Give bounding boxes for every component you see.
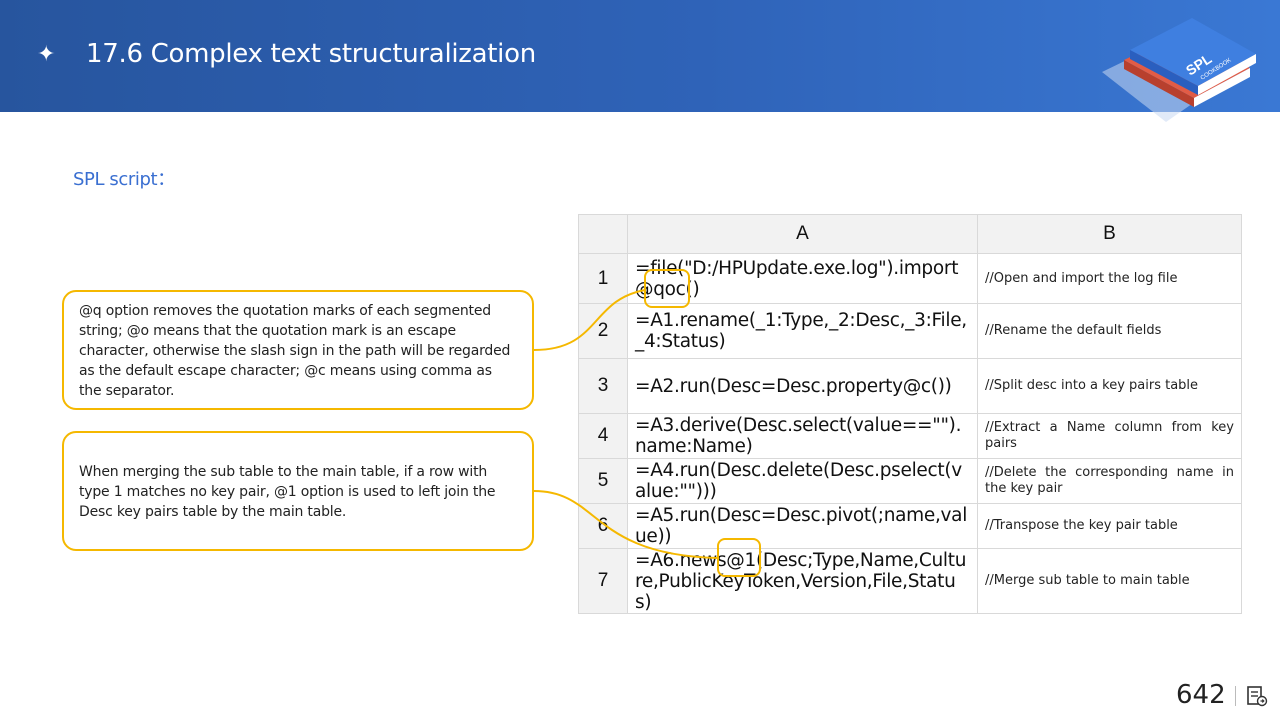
grid-row: 4 =A3.derive(Desc.select(value=="").name… (578, 413, 1242, 459)
slide-title: 17.6 Complex text structuralization (86, 39, 536, 69)
page-nav-icon[interactable] (1246, 685, 1268, 707)
grid-row: 3 =A2.run(Desc=Desc.property@c()) //Spli… (578, 358, 1242, 414)
cell-a2[interactable]: =A1.rename(_1:Type,_2:Desc,_3:File,_4:St… (627, 303, 978, 359)
cell-b6[interactable]: //Transpose the key pair table (977, 503, 1242, 549)
cell-a5[interactable]: =A4.run(Desc.delete(Desc.pselect(value:"… (627, 458, 978, 504)
row-number[interactable]: 4 (578, 413, 628, 459)
section-label: SPL script： (73, 169, 175, 190)
column-header-a[interactable]: A (627, 214, 978, 254)
row-number[interactable]: 7 (578, 548, 628, 614)
cell-b2[interactable]: //Rename the default fields (977, 303, 1242, 359)
grid-row: 7 =A6.news@1(Desc;Type,Name,Culture,Publ… (578, 548, 1242, 614)
cell-b3[interactable]: //Split desc into a key pairs table (977, 358, 1242, 414)
callout-options-note: @q option removes the quotation marks of… (62, 290, 534, 410)
grid-row: 2 =A1.rename(_1:Type,_2:Desc,_3:File,_4:… (578, 303, 1242, 359)
cell-b1[interactable]: //Open and import the log file (977, 253, 1242, 304)
cell-a4[interactable]: =A3.derive(Desc.select(value=="").name:N… (627, 413, 978, 459)
column-header-b[interactable]: B (977, 214, 1242, 254)
cell-b5[interactable]: //Delete the corresponding name in the k… (977, 458, 1242, 504)
spl-grid: A B 1 =file("D:/HPUpdate.exe.log").impor… (578, 214, 1242, 614)
row-number[interactable]: 3 (578, 358, 628, 414)
cell-a7[interactable]: =A6.news@1(Desc;Type,Name,Culture,Public… (627, 548, 978, 614)
cell-a3[interactable]: =A2.run(Desc=Desc.property@c()) (627, 358, 978, 414)
callout-merge-note: When merging the sub table to the main t… (62, 431, 534, 551)
row-number[interactable]: 1 (578, 253, 628, 304)
grid-row: 5 =A4.run(Desc.delete(Desc.pselect(value… (578, 458, 1242, 504)
row-number[interactable]: 5 (578, 458, 628, 504)
cell-b4[interactable]: //Extract a Name column from key pairs (977, 413, 1242, 459)
row-number[interactable]: 6 (578, 503, 628, 549)
cell-a6[interactable]: =A5.run(Desc=Desc.pivot(;name,value)) (627, 503, 978, 549)
page-number: 642 (1176, 680, 1226, 710)
grid-header-row: A B (578, 214, 1242, 254)
corner-cell (578, 214, 628, 254)
callout-text: When merging the sub table to the main t… (79, 464, 496, 520)
spl-cookbook-logo: SPL COOKBOOK (1102, 18, 1256, 122)
grid-row: 6 =A5.run(Desc=Desc.pivot(;name,value)) … (578, 503, 1242, 549)
cell-a1[interactable]: =file("D:/HPUpdate.exe.log").import@qoc(… (627, 253, 978, 304)
slide-header: ✦ 17.6 Complex text structuralization SP… (0, 0, 1280, 122)
footer-divider (1235, 686, 1236, 706)
row-number[interactable]: 2 (578, 303, 628, 359)
grid-row: 1 =file("D:/HPUpdate.exe.log").import@qo… (578, 253, 1242, 304)
cell-b7[interactable]: //Merge sub table to main table (977, 548, 1242, 614)
callout-text: @q option removes the quotation marks of… (79, 303, 511, 399)
sparkle-icon: ✦ (37, 41, 56, 66)
